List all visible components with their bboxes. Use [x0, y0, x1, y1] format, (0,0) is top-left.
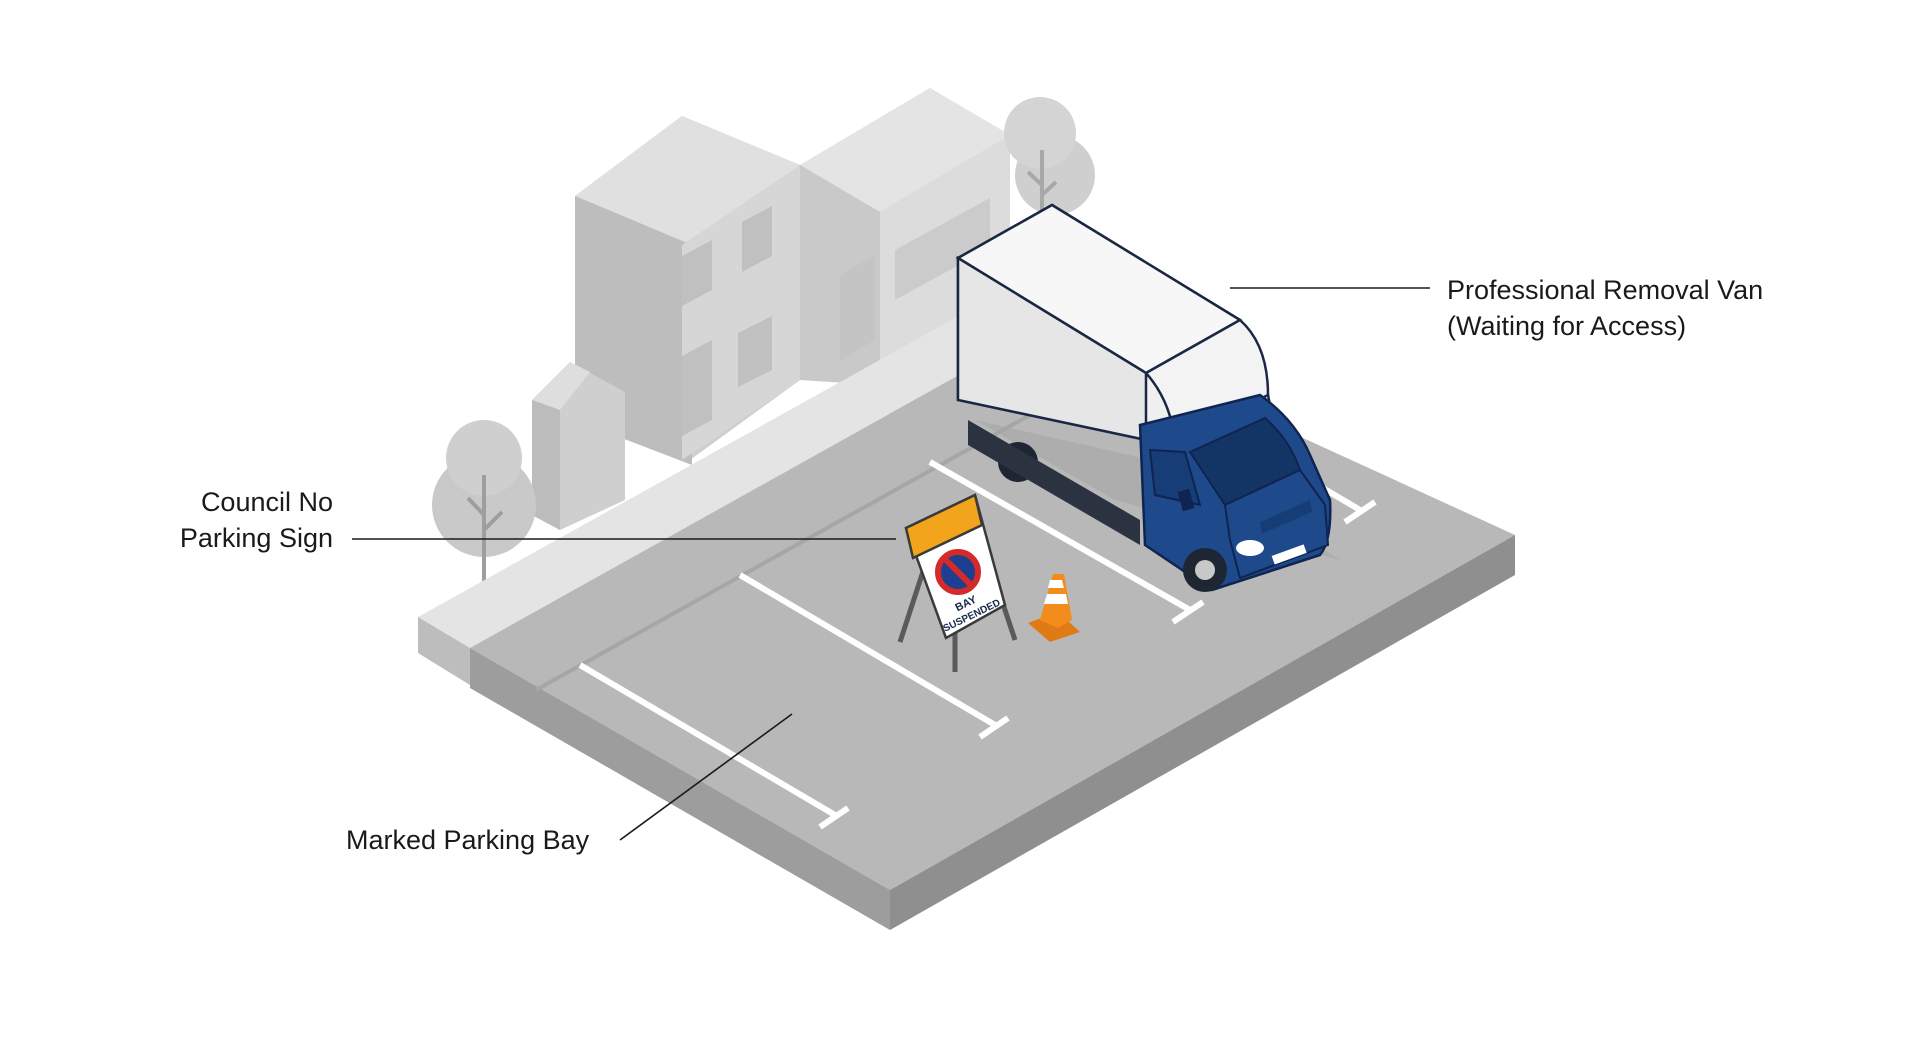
van-callout-label: Professional Removal Van (Waiting for Ac… — [1447, 272, 1763, 344]
no-parking-icon — [935, 549, 981, 595]
bay-callout-label: Marked Parking Bay — [346, 822, 589, 858]
tree-icon — [432, 420, 536, 605]
van-label-line2: (Waiting for Access) — [1447, 311, 1687, 341]
tree-icon — [1004, 97, 1095, 218]
traffic-cone-icon — [1028, 574, 1080, 642]
van-icon — [955, 203, 1340, 592]
bay-leader-line — [619, 713, 793, 841]
bay-label-text: Marked Parking Bay — [346, 825, 590, 855]
pavement — [418, 293, 1052, 685]
van-label-line1: Professional Removal Van — [1447, 275, 1764, 305]
leader-lines — [352, 287, 1430, 841]
no-parking-sign: BAY SUSPENDED — [897, 493, 1018, 672]
sign-callout-label: Council No Parking Sign — [180, 484, 333, 556]
sign-label-line2: Parking Sign — [179, 523, 333, 553]
building-icon — [532, 88, 1010, 530]
sign-label-line1: Council No — [200, 487, 333, 517]
